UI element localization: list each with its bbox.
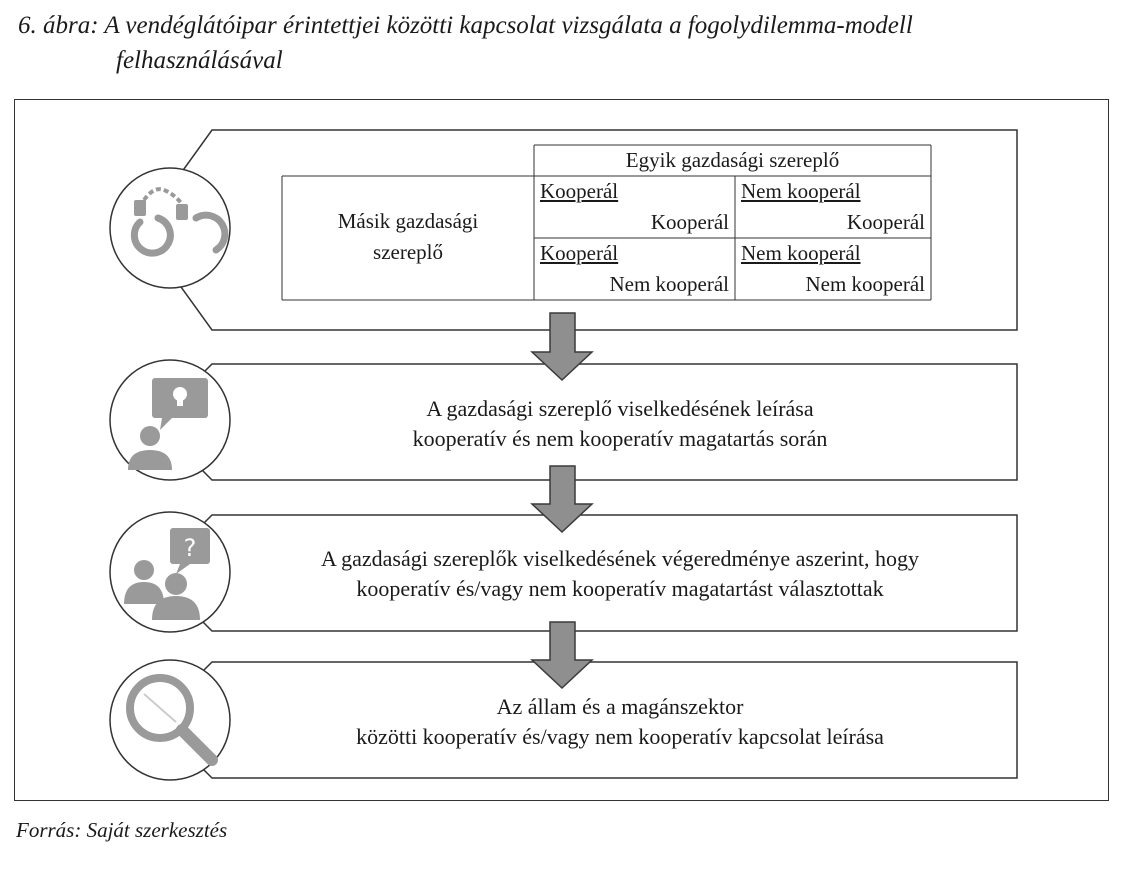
figure-title-line1: 6. ábra: A vendéglátóipar érintettjei kö… xyxy=(18,12,913,39)
step3-line2: kooperatív és/vagy nem kooperatív magata… xyxy=(356,576,884,601)
figure-title: 6. ábra: A vendéglátóipar érintettjei kö… xyxy=(18,8,1108,78)
matrix-cell-3-bottom: Nem kooperál xyxy=(609,272,729,296)
step2-line2: kooperatív és nem kooperatív magatartás … xyxy=(412,426,828,451)
step3-line1: A gazdasági szereplők viselkedésének vég… xyxy=(320,546,920,571)
matrix-row-header-line1: Másik gazdasági xyxy=(337,209,479,233)
arrow-down-1 xyxy=(530,312,594,382)
figure-source: Forrás: Saját szerkesztés xyxy=(16,818,228,842)
matrix-cell-4-top: Nem kooperál xyxy=(741,241,861,265)
matrix-row-header-line2: szereplő xyxy=(373,240,443,264)
matrix-cell-1-top: Kooperál xyxy=(540,179,619,203)
arrow-down-2 xyxy=(530,465,594,534)
step4-text: Az állam és a magánszektor közötti koope… xyxy=(240,692,1000,752)
step3-text: A gazdasági szereplők viselkedésének vég… xyxy=(230,544,1010,604)
magnifier-icon xyxy=(109,659,231,781)
svg-text:?: ? xyxy=(184,534,197,562)
matrix-cell-4-bottom: Nem kooperál xyxy=(805,272,925,296)
step2-line1: A gazdasági szereplő viselkedésének leír… xyxy=(426,396,814,421)
matrix-cell-3-top: Kooperál xyxy=(540,241,619,265)
step4-line1: Az állam és a magánszektor xyxy=(496,694,744,719)
arrow-down-3 xyxy=(530,621,594,690)
step2-text: A gazdasági szereplő viselkedésének leír… xyxy=(240,394,1000,454)
diagram-frame xyxy=(14,99,1109,801)
matrix-column-header: Egyik gazdasági szereplő xyxy=(625,148,840,172)
person-idea-icon xyxy=(109,359,231,481)
step4-line2: közötti kooperatív és/vagy nem kooperatí… xyxy=(356,724,884,749)
handcuffs-icon xyxy=(109,167,231,289)
matrix-grid xyxy=(281,144,932,301)
people-question-icon: ? xyxy=(109,511,231,633)
matrix-cell-1-bottom: Kooperál xyxy=(650,210,729,234)
figure-title-line2: felhasználásával xyxy=(116,47,283,74)
matrix-cell-2-top: Nem kooperál xyxy=(741,179,861,203)
matrix-cell-2-bottom: Kooperál xyxy=(846,210,925,234)
